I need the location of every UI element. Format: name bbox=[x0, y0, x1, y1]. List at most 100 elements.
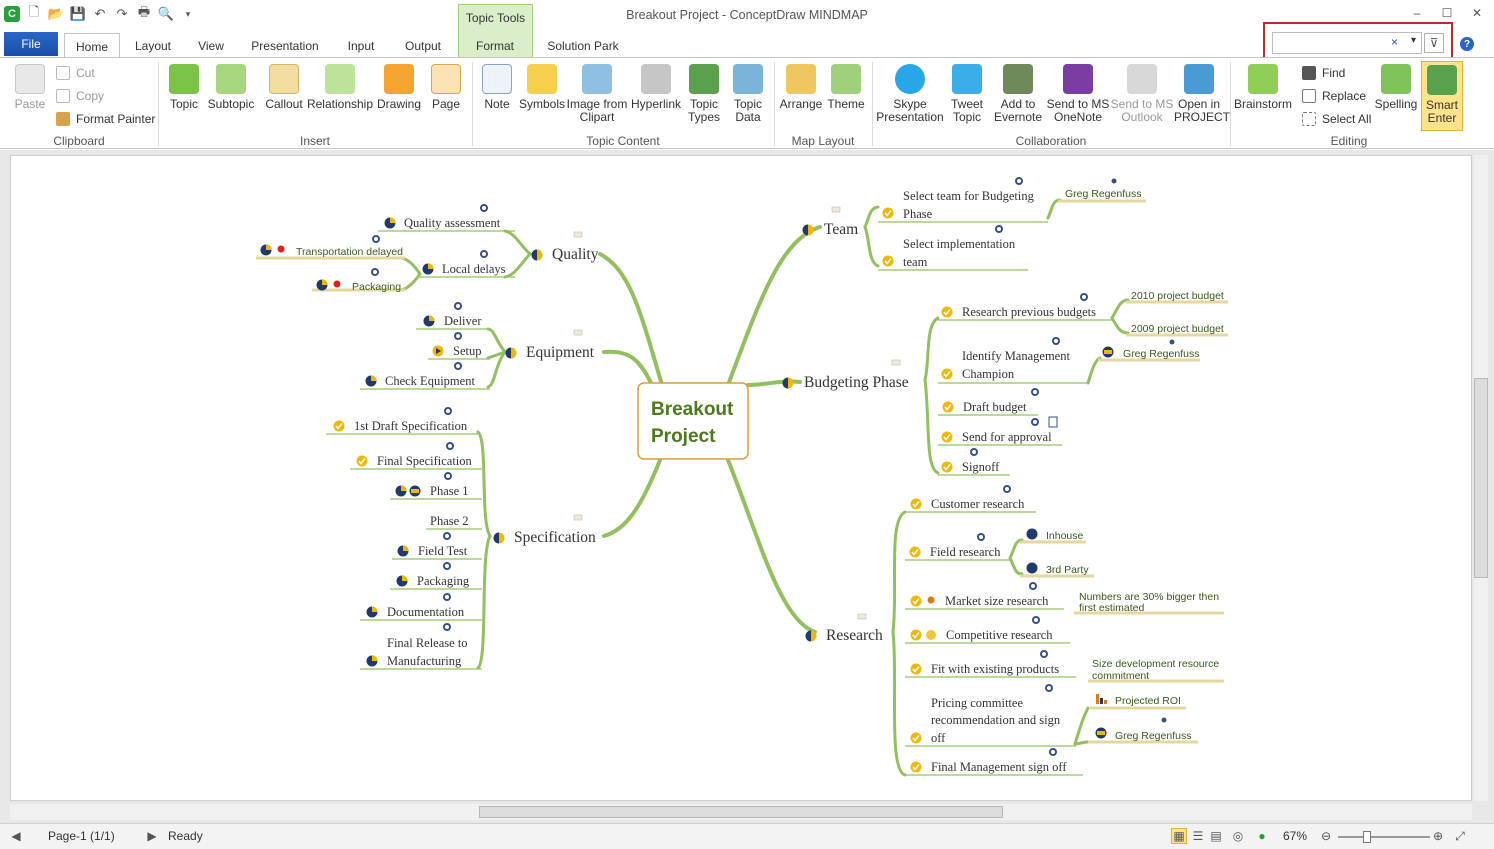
relationship-button[interactable]: Relationship bbox=[306, 64, 374, 111]
tab-solution-park[interactable]: Solution Park bbox=[547, 39, 619, 53]
zoom-out-icon[interactable]: ⊖ bbox=[1320, 829, 1332, 843]
zoom-in-icon[interactable]: ⊕ bbox=[1432, 829, 1444, 843]
topic-setup[interactable]: Setup bbox=[432, 332, 482, 358]
page-indicator[interactable]: Page-1 (1/1) bbox=[48, 829, 115, 843]
topic-quality[interactable]: Quality bbox=[531, 231, 599, 263]
topic-packaging-quality[interactable]: Packaging bbox=[316, 268, 402, 293]
theme-button[interactable]: Theme bbox=[826, 64, 866, 111]
topic-deliver[interactable]: Deliver bbox=[423, 302, 483, 328]
fit-page-icon[interactable]: ⤢ bbox=[1455, 828, 1465, 843]
note-inhouse[interactable]: Inhouse bbox=[1026, 528, 1084, 543]
arrange-button[interactable]: Arrange bbox=[778, 64, 824, 111]
topic-send-for-approval[interactable]: Send for approval bbox=[940, 416, 1058, 444]
topic-signoff[interactable]: Signoff bbox=[940, 448, 1001, 474]
copy-button[interactable]: Copy bbox=[56, 89, 104, 103]
central-topic[interactable]: Breakout Project bbox=[637, 382, 749, 460]
topic-transportation-delayed[interactable]: Transportation delayed bbox=[260, 235, 404, 258]
topic-select-team[interactable]: Select team for Budgeting Phase bbox=[881, 177, 1035, 221]
note-size-development[interactable]: Size development resource commitment bbox=[1092, 658, 1219, 682]
view-mode-gantt-icon[interactable]: ▤ bbox=[1210, 829, 1222, 843]
topic-button[interactable]: Topic bbox=[164, 64, 204, 111]
topic-research-previous-budgets[interactable]: Research previous budgets bbox=[940, 293, 1097, 319]
maximize-icon[interactable]: ☐ bbox=[1441, 6, 1453, 20]
topic-field-test[interactable]: Field Test bbox=[397, 532, 468, 558]
replace-button[interactable]: Replace bbox=[1302, 89, 1366, 103]
topic-team[interactable]: Team bbox=[802, 206, 859, 238]
image-from-clipart-button[interactable]: Image from Clipart bbox=[566, 64, 628, 124]
add-to-evernote-button[interactable]: Add to Evernote bbox=[990, 64, 1046, 124]
undo-icon[interactable]: ↶ bbox=[94, 6, 106, 21]
topic-final-release[interactable]: Final Release to Manufacturing bbox=[366, 623, 468, 668]
filter-icon[interactable]: ⊽ bbox=[1424, 33, 1444, 53]
map-canvas[interactable] bbox=[10, 155, 1472, 801]
topic-documentation[interactable]: Documentation bbox=[366, 593, 465, 619]
view-mode-outline-icon[interactable]: ☰ bbox=[1192, 829, 1204, 843]
search-input[interactable] bbox=[1272, 32, 1422, 54]
topic-pricing-committee[interactable]: Pricing committee recommendation and sig… bbox=[909, 684, 1061, 745]
print-preview-icon[interactable]: 🔍 bbox=[157, 6, 175, 21]
zoom-slider[interactable] bbox=[1338, 831, 1430, 843]
topic-market-size[interactable]: Market size research bbox=[909, 582, 1050, 608]
topic-final-specification[interactable]: Final Specification bbox=[355, 442, 473, 468]
tab-input[interactable]: Input bbox=[347, 39, 375, 53]
format-painter-button[interactable]: Format Painter bbox=[56, 112, 155, 126]
search-dropdown-icon[interactable]: ▾ bbox=[1411, 35, 1417, 46]
subtopic-button[interactable]: Subtopic bbox=[206, 64, 256, 111]
save-icon[interactable]: 💾 bbox=[69, 6, 87, 21]
topic-draft-budget[interactable]: Draft budget bbox=[941, 388, 1040, 414]
tab-format[interactable]: Format bbox=[475, 39, 514, 53]
topic-specification[interactable]: Specification bbox=[493, 514, 597, 546]
topic-fit-existing[interactable]: Fit with existing products bbox=[909, 650, 1060, 676]
topic-quality-assessment[interactable]: Quality assessment bbox=[384, 204, 501, 230]
help-icon[interactable]: ? bbox=[1460, 37, 1474, 51]
horizontal-scrollbar-thumb[interactable] bbox=[479, 806, 1003, 818]
smart-enter-button[interactable]: Smart Enter bbox=[1421, 61, 1463, 131]
hyperlink-button[interactable]: Hyperlink bbox=[628, 64, 684, 111]
topic-local-delays[interactable]: Local delays bbox=[422, 250, 506, 276]
vertical-scrollbar-thumb[interactable] bbox=[1474, 378, 1488, 578]
drawing-button[interactable]: Drawing bbox=[374, 64, 424, 111]
send-to-onenote-button[interactable]: Send to MS OneNote bbox=[1046, 64, 1110, 124]
fit-to-window-icon[interactable]: ◎ bbox=[1232, 829, 1244, 843]
symbols-button[interactable]: Symbols bbox=[518, 64, 566, 111]
print-icon[interactable]: 🖶 bbox=[137, 4, 151, 19]
topic-identify-management[interactable]: Identify Management Champion bbox=[940, 337, 1071, 381]
select-all-button[interactable]: Select All bbox=[1302, 112, 1371, 126]
open-folder-icon[interactable]: 📂 bbox=[47, 6, 65, 21]
page-button[interactable]: Page bbox=[426, 64, 466, 111]
new-document-icon[interactable]: 🗋 bbox=[28, 4, 40, 19]
topic-data-button[interactable]: Topic Data bbox=[728, 64, 768, 124]
find-button[interactable]: Find bbox=[1302, 66, 1345, 80]
callout-button[interactable]: Callout bbox=[262, 64, 306, 111]
tab-presentation[interactable]: Presentation bbox=[251, 39, 319, 53]
resource-greg-research[interactable]: Greg Regenfuss bbox=[1095, 717, 1192, 743]
topic-final-management[interactable]: Final Management sign off bbox=[909, 748, 1068, 774]
close-icon[interactable]: ✕ bbox=[1471, 6, 1483, 20]
note-numbers-bigger[interactable]: Numbers are 30% bigger then first estima… bbox=[1079, 591, 1219, 614]
zoom-slider-thumb[interactable] bbox=[1363, 831, 1372, 843]
customize-toolbar-icon[interactable]: ▾ bbox=[185, 8, 191, 19]
tweet-topic-button[interactable]: Tweet Topic bbox=[944, 64, 990, 124]
note-3rd-party[interactable]: 3rd Party bbox=[1026, 562, 1090, 577]
view-mode-map-icon[interactable]: ▦ bbox=[1171, 828, 1187, 844]
topic-packaging-spec[interactable]: Packaging bbox=[396, 562, 470, 588]
topic-competitive-research[interactable]: Competitive research bbox=[909, 616, 1054, 642]
tab-home[interactable]: Home bbox=[64, 33, 120, 57]
resource-greg-budget[interactable]: Greg Regenfuss bbox=[1102, 339, 1200, 361]
minimize-icon[interactable]: ‒ bbox=[1413, 6, 1421, 20]
topic-check-equipment[interactable]: Check Equipment bbox=[365, 362, 476, 388]
note-projected-roi[interactable]: Projected ROI bbox=[1096, 694, 1181, 707]
resource-greg-team[interactable]: Greg Regenfuss bbox=[1065, 178, 1141, 201]
play-presentation-icon[interactable]: ● bbox=[1258, 829, 1266, 843]
topic-select-implementation[interactable]: Select implementation team bbox=[881, 225, 1016, 269]
next-page-icon[interactable]: ▶ bbox=[147, 829, 157, 843]
topic-equipment[interactable]: Equipment bbox=[505, 329, 595, 361]
tab-layout[interactable]: Layout bbox=[134, 39, 172, 53]
brainstorm-button[interactable]: Brainstorm bbox=[1232, 64, 1294, 111]
note-2010-budget[interactable]: 2010 project budget bbox=[1131, 290, 1224, 302]
topic-types-button[interactable]: Topic Types bbox=[684, 64, 724, 124]
topic-1st-draft[interactable]: 1st Draft Specification bbox=[332, 407, 468, 433]
topic-phase-2[interactable]: Phase 2 bbox=[430, 514, 469, 528]
previous-page-icon[interactable]: ◀ bbox=[11, 829, 21, 843]
tab-file[interactable]: File bbox=[4, 32, 58, 56]
